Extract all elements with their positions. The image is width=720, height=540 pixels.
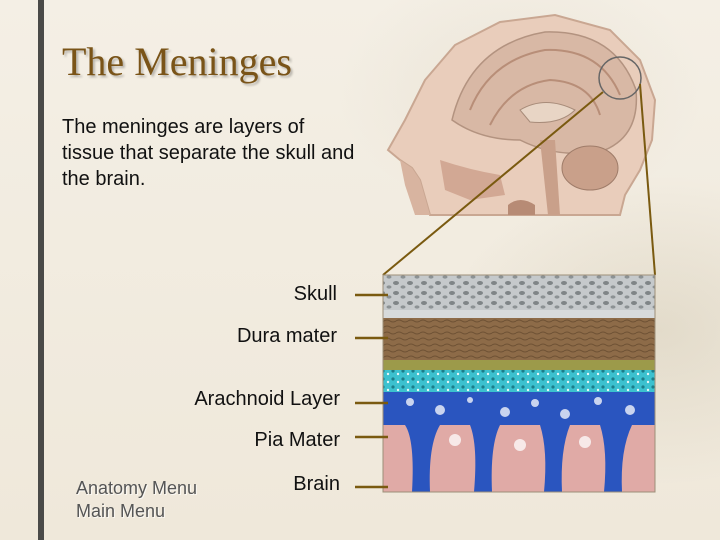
zoom-circle <box>598 56 642 100</box>
left-accent-bar <box>38 0 44 540</box>
label-pia-mater: Pia Mater <box>254 429 340 451</box>
intro-text: The meninges are layers of tissue that s… <box>62 116 355 190</box>
label-brain: Brain <box>293 473 340 495</box>
label-arachnoid-layer: Arachnoid Layer <box>194 388 340 410</box>
label-dura-mater: Dura mater <box>236 325 337 347</box>
head-section-image <box>386 13 657 216</box>
anatomy-menu-link[interactable]: Anatomy Menu <box>76 478 198 498</box>
brain-layer <box>405 425 632 492</box>
skull-layer <box>383 275 655 315</box>
page-title: The Meninges <box>62 39 292 84</box>
cross-section-image <box>383 275 655 492</box>
main-menu-link[interactable]: Main Menu <box>76 501 166 521</box>
arachnoid-layer <box>383 370 655 392</box>
zoom-line-left <box>382 91 604 276</box>
dura-layer <box>383 318 655 360</box>
label-skull: Skull <box>293 283 337 305</box>
pia-layer <box>383 392 655 425</box>
label-leaders <box>355 293 388 489</box>
zoom-line-right <box>639 83 656 276</box>
